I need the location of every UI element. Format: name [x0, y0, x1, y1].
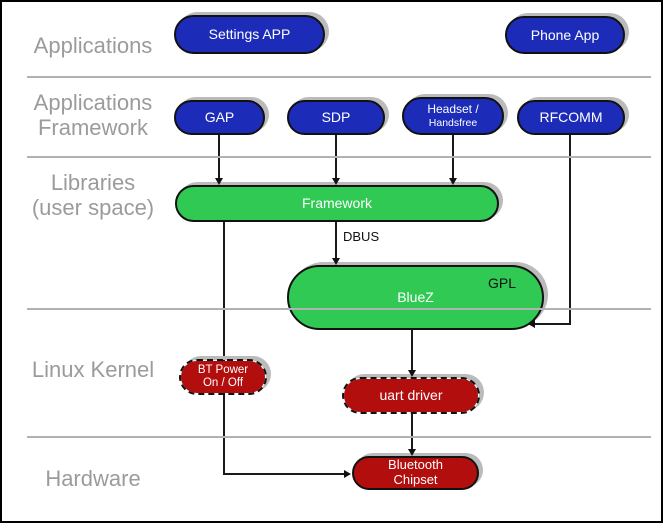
arrowhead-framework-chipset	[344, 470, 351, 478]
edge-rfcomm-to-bluez-vertical	[569, 135, 571, 325]
gpl-badge: GPL	[487, 275, 516, 291]
layer-label-line: Applications	[33, 33, 153, 58]
node-rfcomm: RFCOMM	[517, 100, 625, 135]
node-headset-handsfree: Headset / Handsfree	[402, 97, 504, 135]
node-label-sub: Chipset	[393, 472, 438, 487]
node-sdp: SDP	[287, 100, 385, 135]
arrowhead-uart-chipset	[408, 449, 416, 456]
node-settings-app: Settings APP	[174, 15, 325, 54]
node-label: uart driver	[379, 387, 443, 404]
layer-label-line: Linux Kernel	[31, 357, 155, 382]
layer-label-line: (user space)	[31, 195, 155, 220]
node-label: GAP	[204, 109, 235, 126]
edge-framework-to-bluez-dbus	[335, 222, 337, 259]
layer-label-line: Applications	[33, 90, 153, 115]
node-label: BT Power	[197, 363, 249, 376]
layer-label-applications: Applications	[12, 33, 174, 58]
arrowhead-headset-framework	[449, 178, 457, 185]
node-uart-driver: uart driver	[342, 377, 480, 414]
arrowhead-gap-framework	[215, 178, 223, 185]
node-label: Headset /	[427, 102, 479, 117]
node-bluetooth-chipset: Bluetooth Chipset	[352, 456, 479, 490]
edge-label-dbus: DBUS	[343, 229, 380, 244]
layer-label-libraries: Libraries (user space)	[12, 170, 174, 220]
node-bt-power: BT Power On / Off	[179, 359, 267, 395]
node-label: BlueZ	[397, 289, 434, 306]
divider-libraries-kernel	[27, 308, 651, 310]
node-phone-app: Phone App	[505, 16, 625, 54]
arrowhead-bluez-uart	[408, 370, 416, 377]
edge-uart-to-chipset	[411, 414, 413, 450]
layer-label-line: Framework	[37, 115, 148, 140]
node-gap: GAP	[174, 100, 265, 135]
arrowhead-rfcomm-bluez	[528, 320, 535, 328]
edge-framework-to-chipset-horizontal	[223, 473, 345, 475]
node-label: Settings APP	[208, 26, 291, 43]
layer-label-line: Hardware	[45, 466, 141, 491]
divider-kernel-hardware	[27, 436, 651, 438]
arrowhead-dbus-bluez	[332, 258, 340, 265]
layer-label-linux-kernel: Linux Kernel	[12, 357, 174, 382]
divider-applications-framework	[27, 76, 651, 78]
divider-framework-libraries	[27, 156, 651, 158]
edge-framework-to-chipset-vertical	[223, 222, 225, 475]
node-label-sub: On / Off	[202, 377, 244, 389]
node-label: Framework	[301, 195, 372, 212]
node-label: SDP	[321, 109, 351, 126]
node-framework: Framework	[175, 185, 499, 222]
node-bluez: BlueZ GPL	[287, 265, 544, 330]
node-label: RFCOMM	[539, 109, 603, 126]
layer-label-applications-framework: Applications Framework	[12, 90, 174, 140]
layer-label-hardware: Hardware	[12, 466, 174, 491]
layer-label-line: Libraries	[50, 170, 136, 195]
node-label-sub: Handsfree	[428, 116, 478, 129]
node-label: Bluetooth	[388, 457, 443, 473]
edge-rfcomm-to-bluez-horizontal	[534, 323, 570, 325]
edge-bluez-to-uart	[411, 330, 413, 371]
arrowhead-sdp-framework	[332, 178, 340, 185]
node-label: Phone App	[530, 26, 600, 43]
